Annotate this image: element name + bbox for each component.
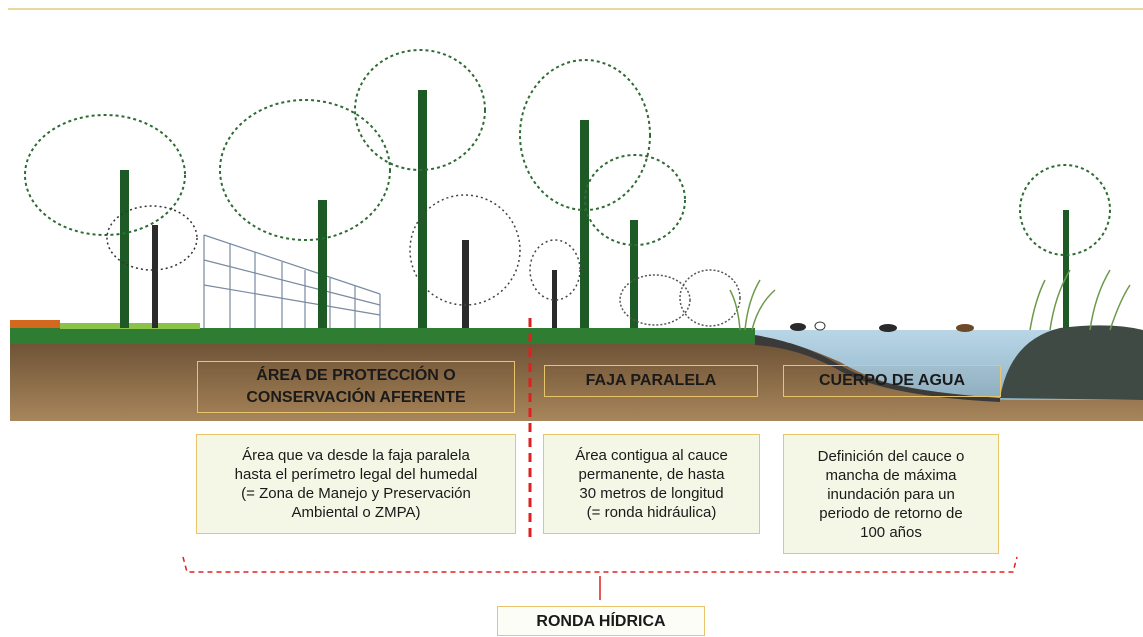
bank-slope xyxy=(755,335,1000,402)
ducks xyxy=(790,321,974,332)
zone-label-cuerpo: CUERPO DE AGUA xyxy=(783,365,1001,397)
desc-proteccion: Área que va desde la faja paralela hasta… xyxy=(196,434,516,534)
ronda-bracket xyxy=(182,556,1018,573)
zone-label-faja: FAJA PARALELA xyxy=(544,365,758,397)
fence xyxy=(203,234,381,328)
desc-cuerpo: Definición del cauce o mancha de máxima … xyxy=(783,434,999,554)
island-mound xyxy=(1000,325,1143,400)
frame-top-border xyxy=(8,8,1143,10)
grass-strip xyxy=(10,328,755,344)
light-grass xyxy=(60,323,200,329)
reeds xyxy=(729,269,1131,331)
trees xyxy=(24,49,1111,328)
orange-strip xyxy=(10,320,60,330)
zone-label-proteccion: ÁREA DE PROTECCIÓN O CONSERVACIÓN AFEREN… xyxy=(197,361,515,413)
ronda-hidrica-label: RONDA HÍDRICA xyxy=(497,606,705,636)
desc-faja: Área contigua al cauce permanente, de ha… xyxy=(543,434,760,534)
